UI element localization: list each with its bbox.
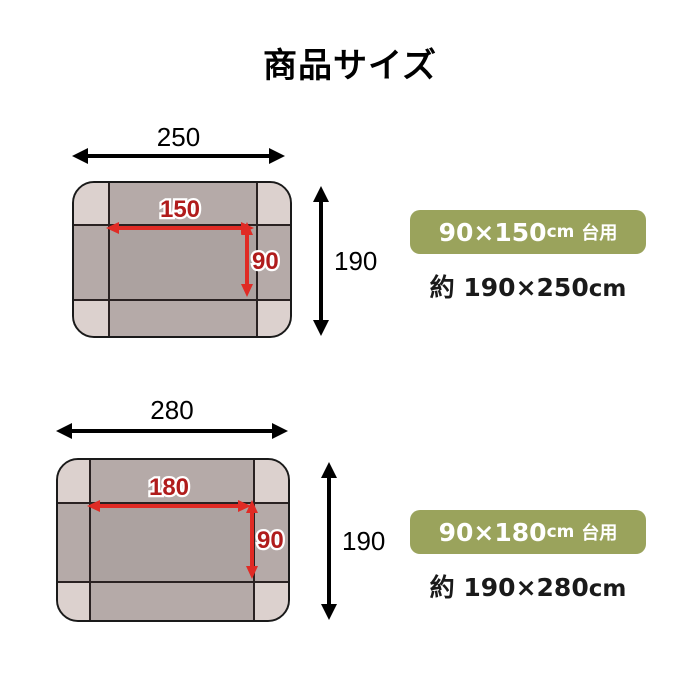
mat-cell-bottom-2: [89, 581, 253, 620]
mat-grid-line-v-right-1: [256, 183, 258, 336]
mat-shape-2: [56, 458, 290, 622]
inner-height-arrow-1: [239, 222, 255, 297]
mat-cell-top-left-2: [58, 460, 89, 502]
inner-width-arrow-2: [87, 498, 251, 514]
diagram-90x180: 280 190 180: [56, 395, 386, 622]
outer-width-arrow-1: [72, 145, 285, 167]
mat-cell-left-1: [74, 224, 108, 299]
diagram-90x150: 250 190 150: [0, 0, 400, 380]
mat-grid-line-h-bottom-2: [58, 581, 288, 583]
mat-grid-line-h-bottom-1: [74, 299, 290, 301]
mat-cell-top-1: [108, 183, 256, 224]
inner-width-label-1: 150: [158, 194, 203, 226]
outer-width-label-2: 280: [150, 395, 194, 425]
outer-width-arrow-2: [56, 420, 288, 442]
approx-unit-2: cm: [588, 576, 627, 602]
mat-grid-line-h-top-1: [74, 224, 290, 226]
badge-suffix-text-1: 台用: [581, 223, 618, 244]
mat-cell-right-2: [253, 502, 288, 581]
mat-grid-line-v-left-2: [89, 460, 91, 620]
badge-size-text-2: 90×180: [438, 517, 547, 547]
outer-height-arrow-1: [310, 186, 332, 336]
badge-unit-text-1: cm: [546, 222, 575, 242]
approx-size-1: 約 190×250cm: [410, 268, 646, 304]
mat-cell-left-2: [58, 502, 89, 581]
mat-cell-top-left-1: [74, 183, 108, 224]
approx-size-2: 約 190×280cm: [410, 568, 646, 604]
mat-cell-center-1: [108, 224, 256, 299]
mat-cell-bottom-right-1: [256, 299, 290, 336]
badge-suffix-text-2: 台用: [581, 523, 618, 544]
mat-cell-bottom-right-2: [253, 581, 288, 620]
mat-cell-right-1: [256, 224, 290, 299]
mat-cell-top-right-2: [253, 460, 288, 502]
mat-cell-top-2: [89, 460, 253, 502]
mat-cell-bottom-left-1: [74, 299, 108, 336]
inner-height-arrow-2: [244, 500, 260, 579]
mat-cell-bottom-left-2: [58, 581, 89, 620]
outer-height-label-1: 190: [334, 246, 378, 276]
badge-unit-text-2: cm: [546, 522, 575, 542]
inner-width-label-2: 180: [147, 472, 192, 504]
mat-grid-line-h-top-2: [58, 502, 288, 504]
outer-height-arrow-2: [318, 462, 340, 620]
approx-size-text-2: 190×280: [463, 573, 589, 602]
outer-width-label-1: 250: [156, 122, 201, 152]
badge-size-text-1: 90×150: [438, 217, 547, 247]
approx-prefix-2: 約: [429, 573, 455, 602]
approx-prefix-1: 約: [429, 273, 455, 302]
inner-height-label-1: 90: [250, 246, 281, 278]
mat-grid-line-v-right-2: [253, 460, 255, 620]
approx-unit-1: cm: [588, 276, 627, 302]
mat-shape-1: [72, 181, 292, 338]
inner-height-label-2: 90: [255, 525, 286, 557]
mat-grid-line-v-left-1: [108, 183, 110, 336]
mat-cell-center-2: [89, 502, 253, 581]
approx-size-text-1: 190×250: [463, 273, 589, 302]
page-title: 商品サイズ: [263, 46, 437, 86]
mat-cell-bottom-1: [108, 299, 256, 336]
outer-height-label-2: 190: [342, 526, 386, 556]
mat-cell-top-right-1: [256, 183, 290, 224]
